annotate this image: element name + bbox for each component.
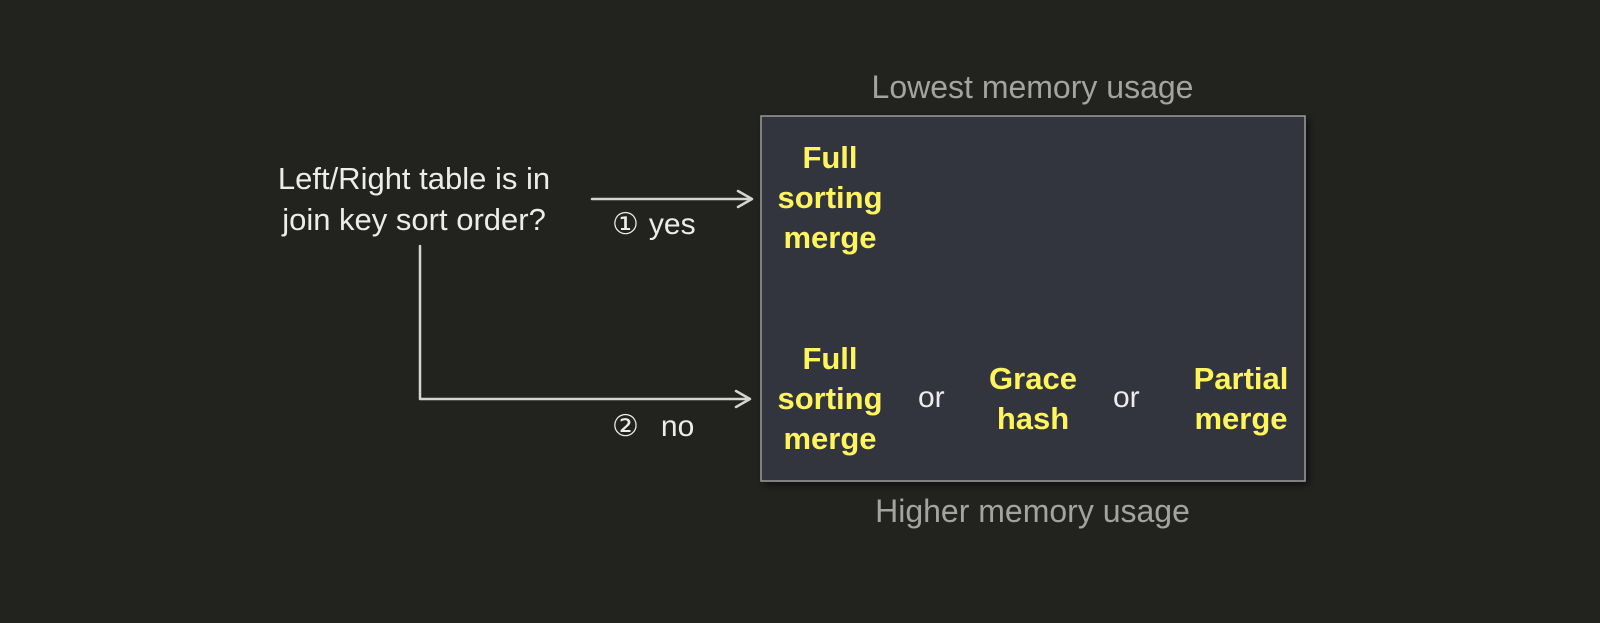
branch-yes-label: ① yes [612,207,696,243]
branch-yes-number: ① [612,208,639,241]
algo-line: merge [783,220,877,255]
question-line-1: Left/Right table is in [277,161,551,196]
algo-full-sorting-merge-no: Full sorting merge [762,339,898,459]
branch-no-text: no [660,410,695,443]
branch-yes-text: yes [648,208,696,241]
algo-full-sorting-merge-yes: Full sorting merge [762,138,898,258]
question-line-2: join key sort order? [282,202,546,237]
algo-line: Grace [989,361,1077,396]
algo-line: sorting [777,381,883,416]
algo-line: hash [996,401,1070,436]
decision-question: Left/Right table is in join key sort ord… [230,158,598,240]
branch-no-label: ② no [612,409,694,445]
higher-memory-label: Higher memory usage [875,493,1190,529]
algo-grace-hash: Grace hash [968,359,1098,439]
or-separator-1: or [918,381,945,414]
algo-line: merge [1194,401,1288,436]
lowest-memory-label: Lowest memory usage [871,69,1194,105]
algo-line: Full [802,140,858,175]
algo-partial-merge: Partial merge [1171,359,1311,439]
algo-line: Full [802,341,858,376]
no-arrow [418,244,752,409]
algo-line: Partial [1193,361,1289,396]
or-separator-2: or [1113,381,1140,414]
branch-no-number: ② [612,410,639,443]
algo-line: merge [783,421,877,456]
algorithm-box [760,115,1306,482]
algo-line: sorting [777,180,883,215]
yes-arrow [590,189,754,209]
